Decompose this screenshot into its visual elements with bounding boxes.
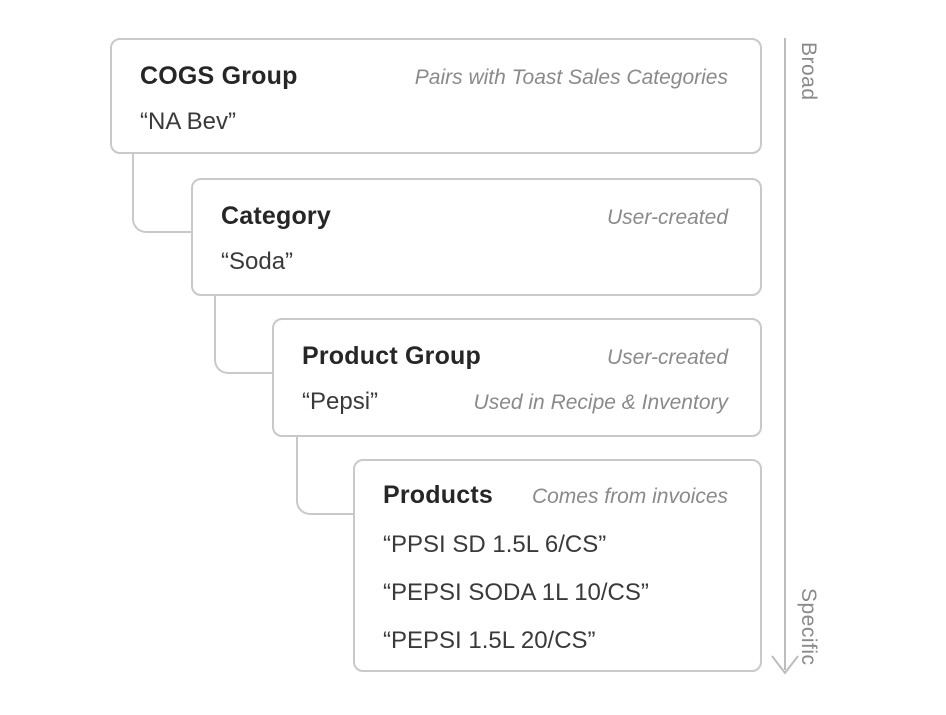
box-value: “PEPSI SODA 1L 10/CS” (383, 579, 649, 606)
box-title: Products (383, 481, 493, 509)
box-value-row: “Pepsi” Used in Recipe & Inventory (302, 380, 728, 425)
category-box: Category User-created “Soda” (191, 178, 762, 296)
connector-elbow (132, 153, 193, 233)
box-header-row: Product Group User-created (302, 334, 728, 380)
box-value: “NA Bev” (140, 108, 237, 135)
box-header-row: COGS Group Pairs with Toast Sales Catego… (140, 54, 728, 100)
axis-label-broad: Broad (797, 42, 820, 101)
connector-elbow (214, 295, 274, 374)
box-title: Category (221, 202, 331, 230)
box-value: “PPSI SD 1.5L 6/CS” (383, 531, 607, 558)
box-value-row: “Soda” (221, 240, 728, 284)
box-value-row: “NA Bev” (140, 100, 728, 144)
box-value-annotation: Used in Recipe & Inventory (473, 391, 728, 414)
box-header-row: Products Comes from invoices (383, 471, 728, 521)
box-annotation: User-created (607, 346, 728, 369)
product-group-box: Product Group User-created “Pepsi” Used … (272, 318, 762, 437)
axis-label-specific: Specific (797, 588, 820, 666)
products-box: Products Comes from invoices “PPSI SD 1.… (353, 459, 762, 672)
box-value: “Pepsi” (302, 388, 379, 415)
connector-elbow (296, 436, 355, 515)
arrow-down-icon (771, 655, 799, 675)
box-value: “Soda” (221, 248, 294, 275)
broad-specific-arrow (771, 38, 799, 675)
box-annotation: Pairs with Toast Sales Categories (414, 66, 728, 89)
box-title: Product Group (302, 342, 481, 370)
box-header-row: Category User-created (221, 194, 728, 240)
cogs-group-box: COGS Group Pairs with Toast Sales Catego… (110, 38, 762, 154)
box-annotation: User-created (607, 206, 728, 229)
box-annotation: Comes from invoices (531, 485, 728, 508)
box-value: “PEPSI 1.5L 20/CS” (383, 627, 596, 654)
box-title: COGS Group (140, 62, 298, 90)
